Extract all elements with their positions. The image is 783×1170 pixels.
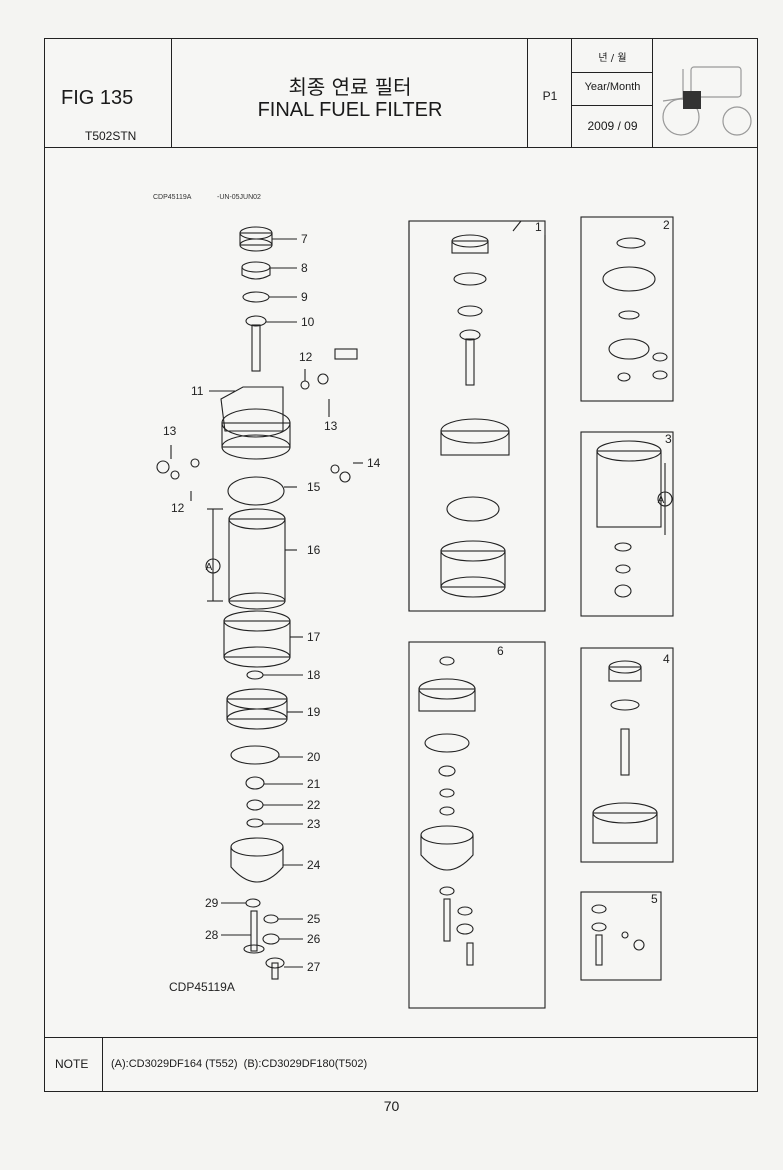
date-label-english: Year/Month (584, 81, 641, 93)
callout-25: 25 (307, 912, 321, 926)
callout-10: 10 (301, 315, 315, 329)
callout-24: 24 (307, 858, 321, 872)
callout-17: 17 (307, 630, 321, 644)
drawing-code-bottom: CDP45119A (169, 980, 235, 994)
title-korean: 최종 연료 필터 (288, 75, 412, 99)
drawing-code-top: CDP45119A (153, 194, 192, 201)
callout-7: 7 (301, 232, 308, 246)
group-label-5: 5 (651, 892, 658, 906)
page-number: 70 (383, 1098, 400, 1114)
page-cell: P1 (528, 39, 572, 147)
callout-15: 15 (307, 480, 321, 494)
group-label-6: 6 (497, 644, 504, 658)
fig-number: FIG 135 (61, 87, 134, 109)
title-english: FINAL FUEL FILTER (257, 99, 443, 121)
date-cell: 년 / 월 Year/Month 2009 / 09 (572, 39, 653, 147)
catalog-page-frame: FIG 135 T502STN 최종 연료 필터 FINAL FUEL FILT… (44, 38, 758, 1092)
fig-cell: FIG 135 T502STN (45, 39, 172, 147)
callout-11: 11 (191, 384, 204, 398)
group-label-1: 1 (535, 220, 542, 234)
callout-12: 12 (299, 350, 313, 364)
group-label-2: 2 (663, 218, 670, 232)
callout-14: 14 (367, 456, 381, 470)
dimension-label: A (658, 495, 665, 506)
callout-8: 8 (301, 261, 308, 275)
tractor-icon (662, 66, 752, 136)
title-cell: 최종 연료 필터 FINAL FUEL FILTER (172, 39, 528, 147)
callout-19: 19 (307, 705, 321, 719)
callout-13: 13 (163, 424, 177, 438)
callout-23: 23 (307, 817, 321, 831)
drawing-code-top-suffix: -UN-05JUN02 (217, 194, 261, 201)
callout-22: 22 (307, 798, 321, 812)
callout-20: 20 (307, 750, 321, 764)
callout-28: 28 (205, 928, 219, 942)
group-label-4: 4 (663, 652, 670, 666)
page-code: P1 (542, 89, 558, 103)
callout-12: 12 (171, 501, 185, 515)
note-label: NOTE (55, 1057, 89, 1071)
note-text: (A):CD3029DF164 (T552) (B):CD3029DF180(T… (111, 1058, 368, 1070)
dimension-label: A (206, 562, 213, 573)
note-label-cell: NOTE (45, 1037, 103, 1091)
exploded-parts-drawing: CDP45119A -UN-05JUN02 CDP45119A A A 7 8 … (153, 194, 674, 1009)
callout-21: 21 (307, 777, 321, 791)
model-code: T502STN (85, 129, 137, 143)
group-label-3: 3 (665, 432, 672, 446)
date-label-korean: 년 / 월 (598, 53, 627, 64)
callout-9: 9 (301, 290, 308, 304)
date-value: 2009 / 09 (587, 119, 638, 133)
callout-26: 26 (307, 932, 321, 946)
tractor-cell (653, 39, 757, 147)
callout-29: 29 (205, 896, 219, 910)
callout-18: 18 (307, 668, 321, 682)
callout-27: 27 (307, 960, 321, 974)
callout-16: 16 (307, 543, 321, 557)
callout-13: 13 (324, 419, 338, 433)
